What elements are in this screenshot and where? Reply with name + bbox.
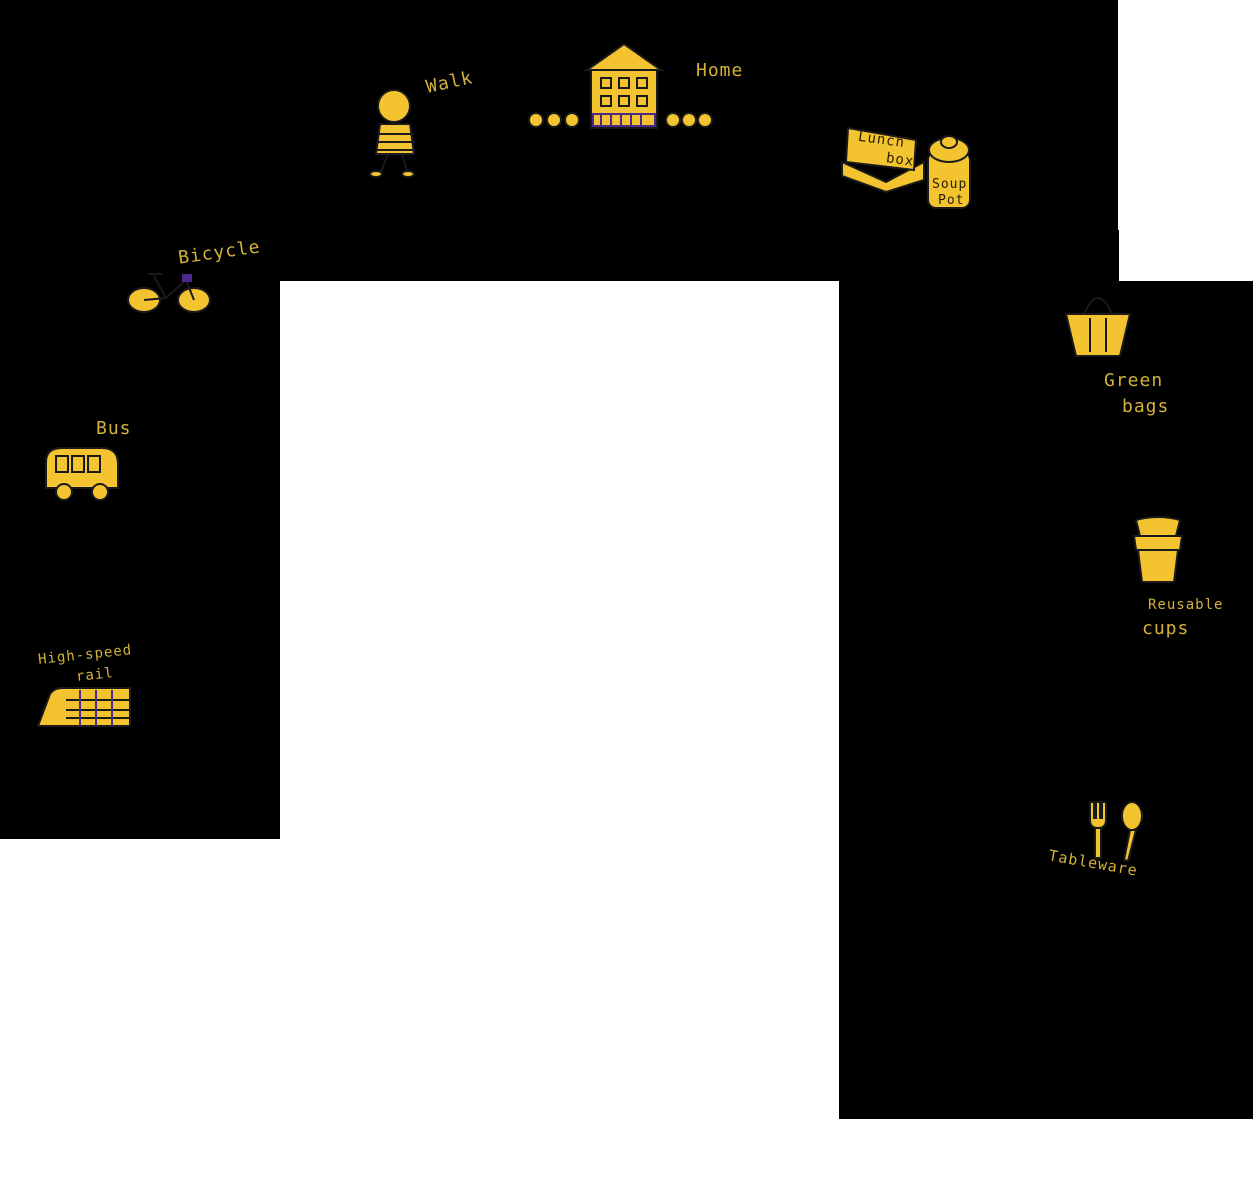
reusable-cups-icon: [1130, 514, 1186, 586]
bus-icon: [42, 444, 122, 506]
high-speed-rail-icon: [36, 684, 134, 732]
lunch-box-icon: [838, 122, 928, 194]
flowers-icon: [527, 108, 583, 134]
rail-label: rail: [75, 665, 115, 685]
cups-label: cups: [1142, 618, 1190, 639]
fork-spoon-icon: [1086, 800, 1150, 864]
pot-label: Pot: [938, 193, 965, 208]
arch-left-pillar: [0, 0, 280, 839]
flowers-icon: [664, 108, 714, 134]
bags-label: bags: [1122, 396, 1170, 417]
arch-right-shoulder: [839, 230, 1119, 290]
bus-label: Bus: [96, 418, 132, 439]
arch-right-pillar: [839, 281, 1253, 1119]
bicycle-icon: [126, 270, 214, 316]
green-label: Green: [1104, 370, 1164, 391]
soup-pot-icon: [924, 132, 974, 212]
soup-label: Soup: [932, 177, 968, 192]
person-walking-icon: [362, 86, 422, 181]
home-label: Home: [696, 60, 744, 81]
box-label: box: [885, 150, 916, 170]
house-icon: [583, 40, 665, 132]
green-bag-icon: [1062, 288, 1134, 360]
reusable-label: Reusable: [1148, 597, 1224, 613]
